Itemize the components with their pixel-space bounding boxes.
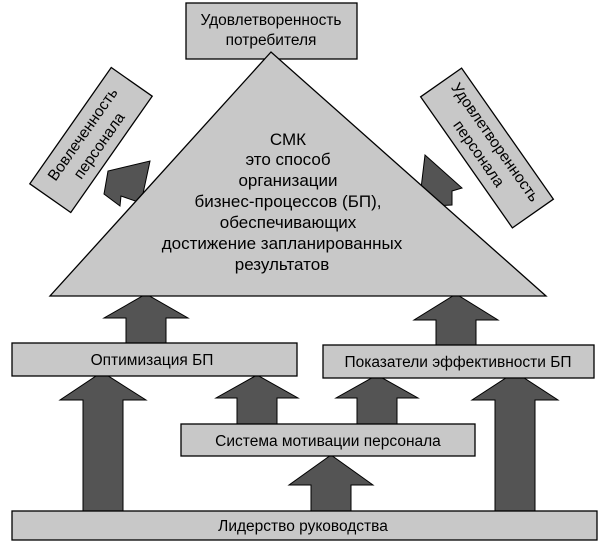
smk-title: СМК bbox=[270, 130, 306, 149]
smk-triangle bbox=[48, 51, 548, 297]
smk-line-2: это способ bbox=[245, 150, 330, 169]
arrow-leadership-to-motivation bbox=[287, 454, 375, 514]
smk-line-5: обеспечивающих bbox=[220, 213, 357, 232]
customer-satisfaction-line2: потребителя bbox=[226, 32, 317, 49]
arrow-leadership-to-optimization bbox=[58, 371, 148, 513]
arrow-motivation-to-indicators bbox=[334, 374, 420, 426]
arrow-motivation-to-optimization bbox=[214, 374, 300, 426]
smk-line-4: бизнес-процессов (БП), bbox=[195, 192, 382, 211]
smk-line-3: организации bbox=[238, 171, 337, 190]
customer-satisfaction-line1: Удовлетворенность bbox=[200, 12, 341, 29]
arrow-leadership-to-indicators bbox=[470, 371, 560, 513]
optimization-box bbox=[11, 342, 298, 377]
motivation-label: Система мотивации персонала bbox=[215, 433, 441, 450]
indicators-box bbox=[322, 344, 595, 379]
indicators-label: Показатели эффективности БП bbox=[344, 354, 571, 371]
customer-satisfaction-box bbox=[185, 2, 358, 60]
arrow-indicators-to-smk bbox=[412, 293, 500, 346]
arrow-optimization-to-smk bbox=[102, 293, 190, 344]
leadership-box bbox=[11, 510, 598, 541]
leadership-label: Лидерство руководства bbox=[218, 518, 388, 535]
optimization-label: Оптимизация БП bbox=[91, 352, 214, 369]
smk-line-7: результатов bbox=[235, 255, 329, 274]
smk-line-6: достижение запланированных bbox=[162, 234, 403, 253]
arrow-smk-to-involvement bbox=[103, 160, 151, 207]
motivation-box bbox=[180, 423, 476, 457]
